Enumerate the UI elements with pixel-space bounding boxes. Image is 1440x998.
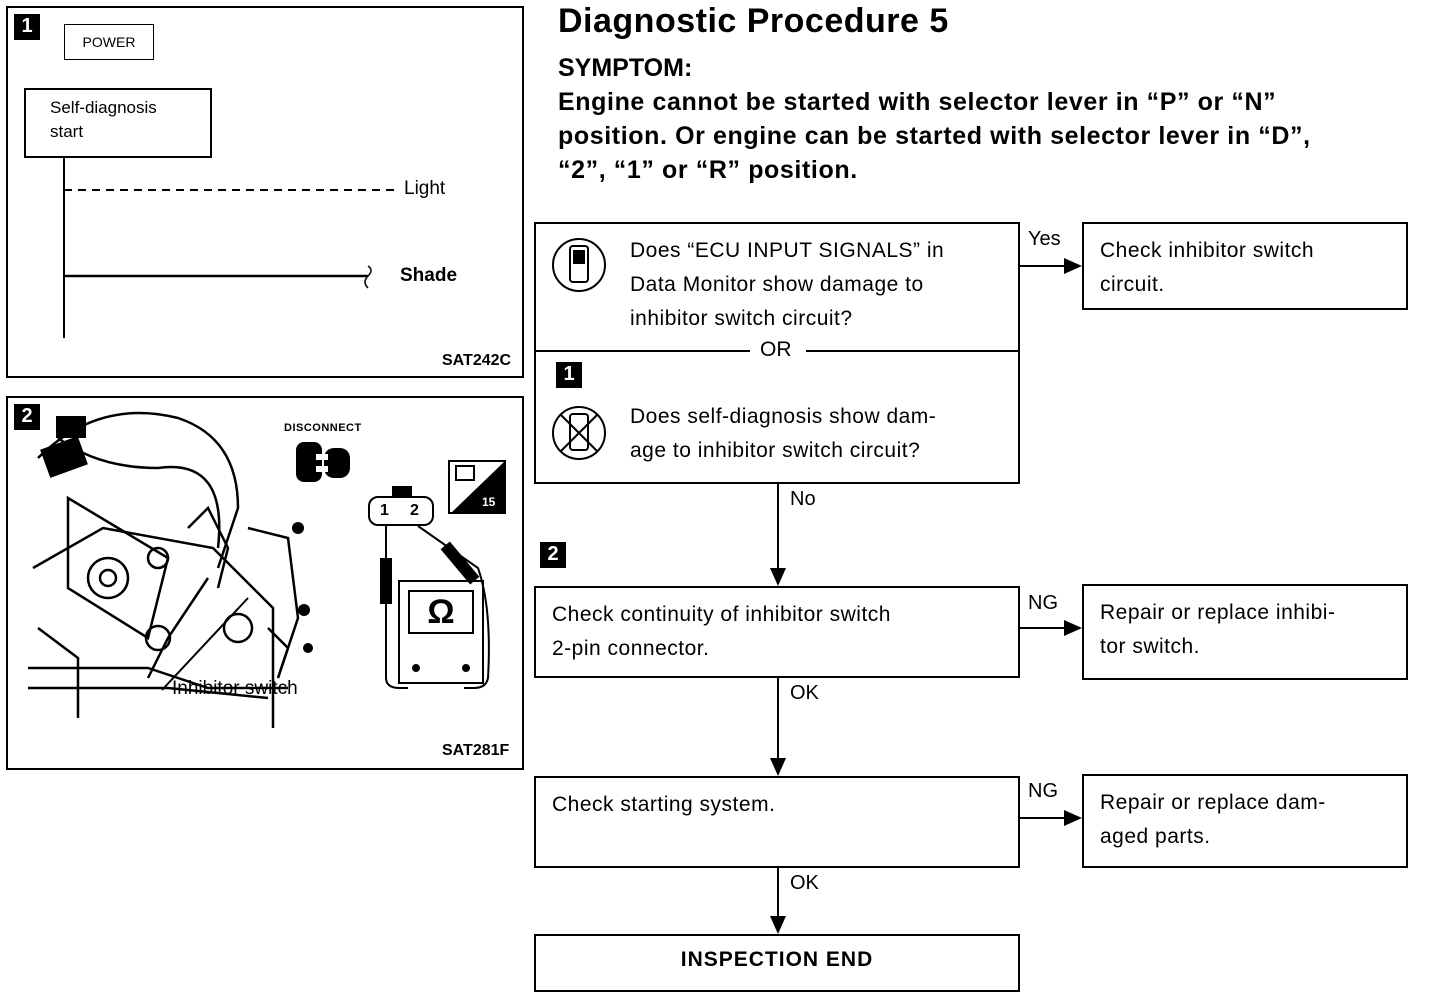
ok-2-label: OK xyxy=(790,872,819,894)
figure-2-code: SAT281F xyxy=(442,742,510,759)
consult-icon xyxy=(552,238,606,292)
or-divider-right xyxy=(806,350,1018,352)
ng-1-result-text: Repair or replace inhibi- tor switch. xyxy=(1100,596,1335,664)
yes-label: Yes xyxy=(1028,228,1061,250)
yes-result-line-1: Check inhibitor switch xyxy=(1100,239,1315,262)
light-label: Light xyxy=(404,178,446,199)
step-2-line-2: 2-pin connector. xyxy=(552,637,710,660)
ng-2-label: NG xyxy=(1028,780,1058,802)
step-1a-line-1: Does “ECU INPUT SIGNALS” in xyxy=(630,239,945,262)
ohm-symbol: Ω xyxy=(427,593,455,631)
figure-2-panel: 2 DISCONNECT xyxy=(6,396,524,770)
ng-1-result-line-2: tor switch. xyxy=(1100,635,1201,658)
step-1a-text: Does “ECU INPUT SIGNALS” in Data Monitor… xyxy=(630,234,1010,336)
ng-2-result-line-2: aged parts. xyxy=(1100,825,1211,848)
figure-1-badge: 1 xyxy=(14,14,40,40)
no-label: No xyxy=(790,488,816,510)
yes-result-box: Check inhibitor switch circuit. xyxy=(1082,222,1408,310)
step-2-box: Check continuity of inhibitor switch 2-p… xyxy=(534,586,1020,678)
symptom-line-1: Engine cannot be started with selector l… xyxy=(558,88,1277,116)
ohmmeter-jack-left xyxy=(412,664,420,672)
ng-1-result-box: Repair or replace inhibi- tor switch. xyxy=(1082,584,1408,680)
connector-pin-2: 2 xyxy=(410,502,419,519)
ohmmeter-jack-right xyxy=(462,664,470,672)
ng-1-label: NG xyxy=(1028,592,1058,614)
ng-1-result-line-1: Repair or replace inhibi- xyxy=(1100,601,1336,624)
figure-1-code: SAT242C xyxy=(442,352,512,369)
connector-pin-1: 1 xyxy=(380,502,389,519)
step-1b-line-2: age to inhibitor switch circuit? xyxy=(630,439,921,462)
inspection-end-text: INSPECTION END xyxy=(680,948,874,971)
self-diagnosis-label: Self-diagnosis xyxy=(50,98,157,117)
symptom-text: Engine cannot be started with selector l… xyxy=(558,85,1428,187)
ng-2-result-text: Repair or replace dam- aged parts. xyxy=(1100,786,1326,854)
transmission-illustration xyxy=(28,411,313,728)
disconnect-icon xyxy=(296,442,350,482)
step-1b-line-1: Does self-diagnosis show dam- xyxy=(630,405,937,428)
ok-1-label: OK xyxy=(790,682,819,704)
ohmmeter-display: Ω xyxy=(408,590,474,634)
self-diagnosis-start-label: start xyxy=(50,122,84,141)
ohmmeter-probes xyxy=(380,525,490,689)
shade-label: Shade xyxy=(400,265,458,286)
step-2-text: Check continuity of inhibitor switch 2-p… xyxy=(552,598,891,666)
disconnect-label: DISCONNECT xyxy=(284,422,362,434)
figure-1-panel: 1 POWER Self-diagnosis start Light Shade… xyxy=(6,6,524,378)
ng-2-result-box: Repair or replace dam- aged parts. xyxy=(1082,774,1408,868)
symptom-line-3: “2”, “1” or “R” position. xyxy=(558,156,858,184)
inspection-end-box: INSPECTION END xyxy=(534,934,1020,992)
power-box: POWER xyxy=(64,24,154,60)
step-1b-text: Does self-diagnosis show dam- age to inh… xyxy=(630,400,1010,468)
self-diagnosis-box: Self-diagnosis start xyxy=(24,88,212,158)
step-1-box xyxy=(534,222,1020,484)
symptom-line-2: position. Or engine can be started with … xyxy=(558,122,1311,150)
timing-chart-lines xyxy=(63,158,398,338)
figure-2-badge: 2 xyxy=(14,404,40,430)
step-1-badge: 1 xyxy=(556,362,582,388)
power-label: POWER xyxy=(82,34,136,50)
step-1a-line-3: inhibitor switch circuit? xyxy=(630,307,853,330)
connector-tab xyxy=(392,486,412,496)
or-label: OR xyxy=(760,338,792,361)
step-2-line-1: Check continuity of inhibitor switch xyxy=(552,603,891,626)
yes-result-text: Check inhibitor switch circuit. xyxy=(1100,234,1314,302)
svg-text:15: 15 xyxy=(482,495,496,509)
page-title: Diagnostic Procedure 5 xyxy=(558,2,949,40)
step-3-box: Check starting system. xyxy=(534,776,1020,868)
connector-body xyxy=(368,496,434,526)
ohmmeter: Ω xyxy=(398,580,484,684)
no-consult-icon xyxy=(552,406,606,460)
ohmmeter-range-icon: 15 xyxy=(448,460,506,514)
step-2-badge: 2 xyxy=(540,542,566,568)
step-1a-line-2: Data Monitor show damage to xyxy=(630,273,924,296)
symptom-heading: SYMPTOM: xyxy=(558,54,693,82)
or-divider-left xyxy=(536,350,750,352)
yes-result-line-2: circuit. xyxy=(1100,273,1165,296)
step-3-text: Check starting system. xyxy=(552,793,776,816)
inhibitor-switch-label: Inhibitor switch xyxy=(172,678,298,699)
ng-2-result-line-1: Repair or replace dam- xyxy=(1100,791,1326,814)
